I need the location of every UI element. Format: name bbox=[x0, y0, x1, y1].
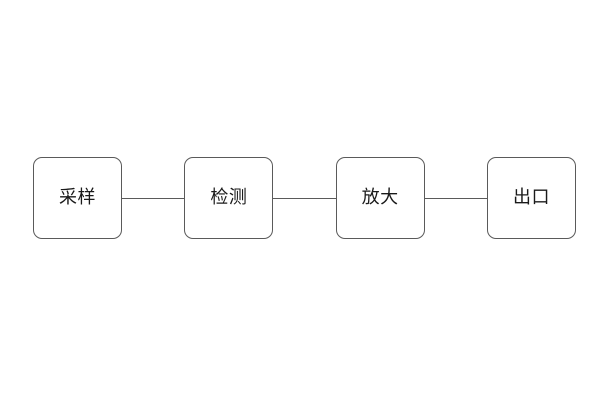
flow-node-label: 检测 bbox=[210, 187, 248, 208]
flow-chain: 采样 检测 放大 出口 bbox=[33, 157, 576, 239]
flow-node-label: 放大 bbox=[361, 187, 399, 208]
flow-node-label: 采样 bbox=[59, 187, 96, 208]
flow-node-label: 出口 bbox=[512, 187, 550, 208]
flow-node-amplify[interactable]: 放大 bbox=[335, 157, 425, 239]
flow-node-output[interactable]: 出口 bbox=[486, 157, 576, 239]
connector-sampling-to-detection bbox=[122, 197, 185, 199]
connector-amplify-to-output bbox=[424, 197, 487, 199]
flow-node-sampling[interactable]: 采样 bbox=[33, 157, 122, 239]
connector-detection-to-amplify bbox=[273, 197, 336, 199]
flow-node-detection[interactable]: 检测 bbox=[184, 157, 274, 239]
